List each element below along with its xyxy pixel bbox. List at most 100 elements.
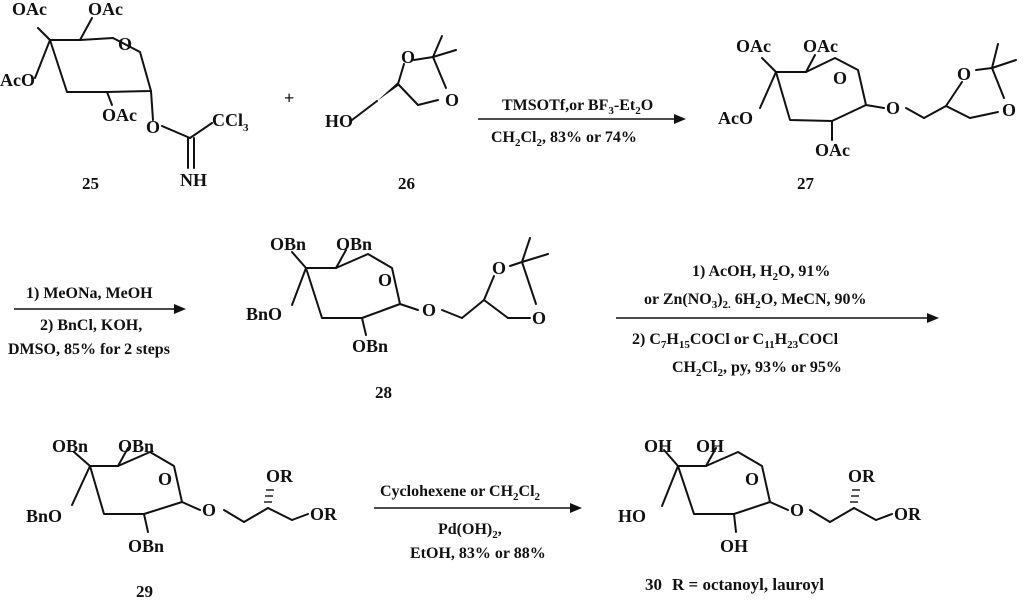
o2-label: O <box>445 90 459 110</box>
anomeric-bond <box>865 104 885 109</box>
step-1-solvent-yield: CH2Cl2, 83% or 74% <box>491 129 637 149</box>
ring-bonds <box>291 251 401 319</box>
ring-bond <box>413 56 434 61</box>
ring-bonds <box>37 27 152 93</box>
obn-c2-label: OBn <box>352 336 388 356</box>
o-imidate-bond <box>161 125 191 139</box>
link-o-label: O <box>790 500 804 520</box>
ho-label: HO <box>618 506 646 526</box>
methyl-bond <box>521 237 531 263</box>
link-bond <box>923 105 947 119</box>
o2-label: O <box>1002 100 1016 120</box>
oh-top-label: OH <box>644 436 672 456</box>
bno-label: BnO <box>26 506 62 526</box>
compound-label-27: 27 <box>797 174 815 193</box>
ch2-bond <box>805 54 816 73</box>
oac-top-label: OAc <box>12 0 47 19</box>
ring-bond <box>945 105 971 119</box>
step-3: 1) AcOH, H2O, 91% or Zn(NO3)2. 6H2O, MeC… <box>616 263 939 379</box>
compound-label-29: 29 <box>136 582 153 601</box>
chain-bond <box>875 513 893 521</box>
aco-label: AcO <box>718 108 753 128</box>
or2-label: OR <box>894 504 922 524</box>
aco-bond <box>34 39 51 79</box>
link-o-label: O <box>146 117 160 137</box>
oac-top-label: OAc <box>736 36 771 56</box>
step-3-line-1: 1) AcOH, H2O, 91% <box>692 263 830 283</box>
bno-bond <box>71 465 91 506</box>
compound-27: OAc OAc O AcO OAc O O O 27 <box>718 36 1017 193</box>
ring-bond <box>432 56 447 89</box>
step-3-line-2: or Zn(NO3)2. 6H2O, MeCN, 90% <box>644 291 867 311</box>
link-o-label: O <box>886 98 900 118</box>
o1-label: O <box>401 47 415 67</box>
ring-bond <box>521 261 537 305</box>
ring-bonds <box>73 451 183 515</box>
ring-bond <box>969 111 999 119</box>
chain-bond <box>853 507 877 521</box>
aco-bond <box>759 71 777 109</box>
oac-c2-label: OAc <box>102 105 137 125</box>
chain-bond <box>267 507 293 521</box>
obn-ch2-label: OBn <box>118 436 154 456</box>
ring-o-label: O <box>745 469 759 489</box>
step-2-line-3: DMSO, 85% for 2 steps <box>8 341 170 358</box>
compound-25: OAc OAc O AcO OAc O CCl3 NH 25 <box>0 0 249 193</box>
ch2-bond <box>705 447 717 467</box>
compound-29: OBn OBn O BnO OBn O OR OR 29 <box>26 436 338 601</box>
compound-label-25: 25 <box>82 174 99 193</box>
link-bond <box>243 507 269 523</box>
link-bond <box>809 509 831 523</box>
ring-bond <box>509 261 523 267</box>
ring-bond <box>483 299 509 319</box>
oac-c2-label: OAc <box>815 140 850 160</box>
step-1: TMSOTf,or BF3-Et2O CH2Cl2, 83% or 74% <box>478 97 686 149</box>
link-bond <box>441 309 463 319</box>
ring-bond <box>991 67 1005 99</box>
arrow-head <box>674 114 686 124</box>
link-bond <box>223 509 245 523</box>
obn-top-label: OBn <box>52 436 88 456</box>
bno-bond <box>291 267 307 306</box>
ring-o-label: O <box>378 270 392 290</box>
plus-sign: + <box>284 88 294 108</box>
methyl-bond <box>991 43 999 69</box>
step-2-line-1: 1) MeONa, MeOH <box>26 285 153 302</box>
c-ccl3-bond <box>189 122 213 139</box>
r-definition: R = octanoyl, lauroyl <box>672 575 824 594</box>
ring-bonds <box>663 449 771 515</box>
ccl3-label: CCl3 <box>212 110 249 134</box>
ring-bond <box>397 63 405 85</box>
anomeric-bond <box>150 90 154 121</box>
or1-label: OR <box>266 466 294 486</box>
ho-bond <box>661 465 679 507</box>
obn-ch2-label: OBn <box>336 234 372 254</box>
oh-c2-label: OH <box>720 536 748 556</box>
arrow-head <box>570 503 582 513</box>
o1-label: O <box>957 64 971 84</box>
obn-c2-bond <box>361 317 367 336</box>
step-2: 1) MeONa, MeOH 2) BnCl, KOH, DMSO, 85% f… <box>8 285 186 358</box>
methyl-bond <box>521 253 549 263</box>
or2-label: OR <box>310 504 338 524</box>
methyl-bond <box>991 59 1017 69</box>
compound-30: OH OH O HO OH O OR OR 30 R = octanoyl, l… <box>618 436 922 594</box>
ch2-bond <box>335 249 347 269</box>
step-4-catalyst: Pd(OH)2, <box>438 521 502 541</box>
oh-ch2-label: OH <box>696 436 724 456</box>
ring-bonds <box>761 57 867 122</box>
anomeric-bond <box>399 303 419 311</box>
link-o-label: O <box>202 500 216 520</box>
anomeric-bond <box>769 501 789 511</box>
ring-bond <box>945 81 963 107</box>
oac-c2-bond <box>106 91 113 106</box>
arrow-head <box>174 304 186 314</box>
obn-c2-label: OBn <box>128 536 164 556</box>
arrow-head <box>927 313 939 323</box>
compound-label-30: 30 <box>645 575 662 594</box>
ring-bond <box>397 83 419 106</box>
compound-label-26: 26 <box>398 174 415 193</box>
aco-label: AcO <box>0 70 35 90</box>
